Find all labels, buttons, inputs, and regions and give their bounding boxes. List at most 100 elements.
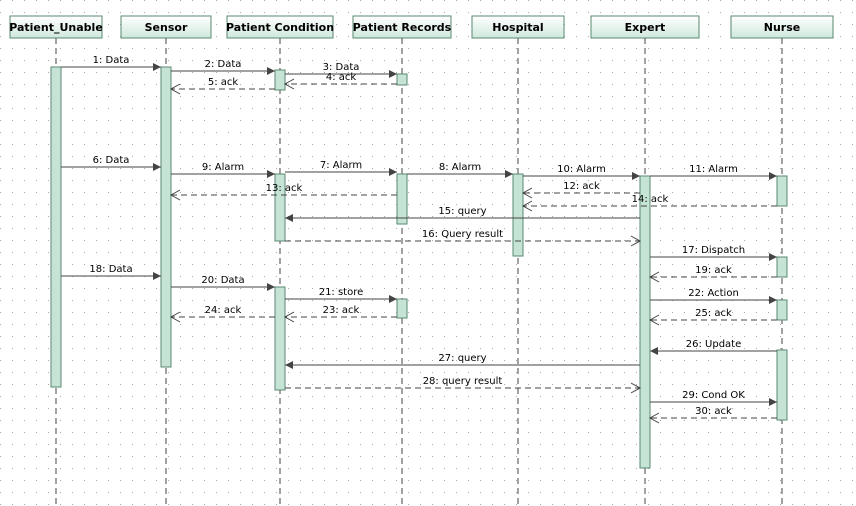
message-label: 16: Query result — [422, 229, 503, 240]
activation-bar — [776, 256, 788, 278]
message-20[interactable]: 20: Data — [171, 275, 275, 291]
participant-patient-condition[interactable]: Patient Condition — [226, 15, 334, 39]
participant-label: Nurse — [764, 21, 800, 34]
message-2[interactable]: 2: Data — [171, 59, 275, 75]
activation-bar — [50, 66, 62, 388]
arrowhead-filled — [632, 172, 640, 180]
activation-bar — [639, 175, 651, 469]
message-8[interactable]: 7: Alarm — [285, 160, 397, 176]
activation-bar — [396, 73, 408, 86]
message-6[interactable]: 6: Data — [61, 155, 161, 171]
message-label: 8: Alarm — [439, 162, 481, 173]
message-label: 11: Alarm — [689, 164, 738, 175]
arrowhead-filled — [389, 70, 397, 78]
message-label: 12: ack — [563, 181, 600, 192]
message-1[interactable]: 1: Data — [61, 55, 161, 71]
participant-patient-unable[interactable]: Patient_Unable — [9, 15, 103, 39]
participant-expert[interactable]: Expert — [590, 15, 700, 39]
message-label: 19: ack — [695, 265, 732, 276]
arrowhead-open — [169, 311, 181, 323]
message-28[interactable]: 28: query result — [285, 376, 642, 394]
activation-bar — [776, 349, 788, 421]
message-26[interactable]: 26: Update — [650, 339, 777, 355]
arrowhead-filled — [769, 296, 777, 304]
arrowhead-filled — [153, 272, 161, 280]
message-label: 23: ack — [323, 305, 360, 316]
message-12[interactable]: 13: ack — [169, 183, 397, 201]
message-18[interactable]: 19: ack — [648, 265, 777, 283]
message-15[interactable]: 15: query — [285, 206, 640, 222]
message-17[interactable]: 17: Dispatch — [650, 245, 777, 261]
message-11[interactable]: 11: Alarm — [650, 164, 777, 180]
participant-label: Patient_Unable — [9, 21, 103, 34]
message-23[interactable]: 24: ack — [169, 305, 275, 323]
message-14[interactable]: 14: ack — [521, 194, 777, 212]
participant-patient-records[interactable]: Patient Records — [352, 15, 452, 39]
arrowhead-open — [169, 83, 181, 95]
message-24[interactable]: 23: ack — [283, 305, 397, 323]
arrowhead-filled — [285, 214, 293, 222]
message-label: 20: Data — [201, 275, 244, 286]
activation-bar — [396, 298, 408, 319]
message-7[interactable]: 9: Alarm — [171, 162, 275, 178]
message-30[interactable]: 30: ack — [648, 406, 777, 424]
message-10[interactable]: 10: Alarm — [523, 164, 640, 180]
message-27[interactable]: 27: query — [285, 353, 640, 369]
activation-bar — [776, 299, 788, 321]
message-label: 17: Dispatch — [682, 245, 745, 256]
activation-bar — [512, 173, 524, 257]
message-label: 5: ack — [208, 77, 239, 88]
message-19[interactable]: 18: Data — [61, 264, 161, 280]
activation-bar — [274, 69, 286, 91]
arrowhead-filled — [769, 398, 777, 406]
activation-bar — [274, 286, 286, 391]
participant-label: Patient Condition — [226, 21, 334, 34]
arrowhead-filled — [650, 347, 658, 355]
arrowhead-filled — [769, 172, 777, 180]
arrowhead-open — [630, 235, 642, 247]
message-9[interactable]: 8: Alarm — [407, 162, 513, 178]
arrowhead-filled — [285, 361, 293, 369]
message-label: 29: Cond OK — [682, 390, 745, 401]
participant-hospital[interactable]: Hospital — [471, 15, 565, 39]
arrowhead-open — [521, 200, 533, 212]
participant-headers: Patient_Unable Sensor Patient Condition … — [9, 15, 834, 39]
participant-label: Patient Records — [353, 21, 452, 34]
activation-bar — [776, 175, 788, 207]
arrowhead-open — [648, 314, 660, 326]
message-29[interactable]: 29: Cond OK — [650, 390, 777, 406]
message-4[interactable]: 4: ack — [283, 72, 397, 90]
participant-sensor[interactable]: Sensor — [120, 15, 212, 39]
message-22[interactable]: 22: Action — [650, 288, 777, 304]
message-label: 1: Data — [93, 55, 130, 66]
message-label: 27: query — [438, 353, 486, 364]
message-13[interactable]: 12: ack — [521, 181, 640, 199]
message-label: 28: query result — [423, 376, 503, 387]
participant-label: Sensor — [145, 21, 188, 34]
arrowhead-filled — [267, 283, 275, 291]
arrowhead-open — [521, 187, 533, 199]
message-label: 15: query — [438, 206, 486, 217]
arrowhead-filled — [153, 163, 161, 171]
activation-bar — [396, 173, 408, 225]
participant-nurse[interactable]: Nurse — [730, 15, 834, 39]
message-label: 22: Action — [688, 288, 739, 299]
arrowhead-open — [648, 412, 660, 424]
message-label: 6: Data — [93, 155, 130, 166]
participant-label: Expert — [625, 21, 666, 34]
message-25[interactable]: 25: ack — [648, 308, 777, 326]
message-5[interactable]: 5: ack — [169, 77, 275, 95]
message-label: 26: Update — [686, 339, 742, 350]
message-label: 14: ack — [632, 194, 669, 205]
arrowhead-open — [169, 189, 181, 201]
message-label: 25: ack — [695, 308, 732, 319]
message-label: 30: ack — [695, 406, 732, 417]
message-21[interactable]: 21: store — [285, 287, 397, 303]
message-label: 10: Alarm — [557, 164, 606, 175]
message-3[interactable]: 3: Data — [285, 62, 397, 78]
message-label: 18: Data — [89, 264, 132, 275]
message-label: 2: Data — [205, 59, 242, 70]
arrowhead-open — [283, 78, 295, 90]
message-16[interactable]: 16: Query result — [285, 229, 642, 247]
